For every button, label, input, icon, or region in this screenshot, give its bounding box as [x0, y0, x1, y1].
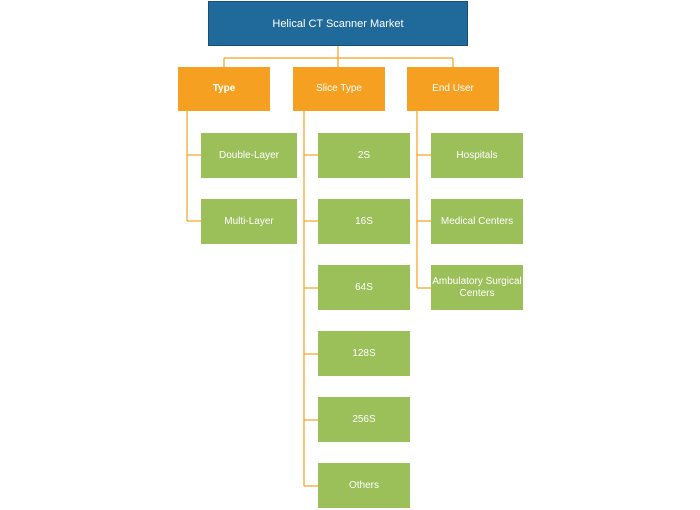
leaf-label: Others [348, 479, 379, 491]
leaf-2s: 2S [318, 133, 410, 178]
category-slice-type-label: Slice Type [316, 83, 362, 94]
leaf-double-layer: Double-Layer [201, 133, 297, 178]
leaf-128s: 128S [318, 331, 410, 376]
category-end-user-label: End User [432, 83, 474, 94]
leaf-label: Ambulatory Surgical Centers [432, 275, 522, 299]
leaf-label: Medical Centers [440, 215, 514, 227]
leaf-16s: 16S [318, 199, 410, 244]
category-slice-type: Slice Type [293, 67, 385, 111]
leaf-label: 16S [355, 215, 373, 227]
category-type-label: Type [212, 83, 236, 94]
category-end-user: End User [407, 67, 499, 111]
leaf-label: 2S [357, 149, 371, 161]
leaf-label: 256S [352, 413, 376, 425]
leaf-label: Double-Layer [218, 149, 280, 161]
leaf-label: 64S [355, 281, 373, 293]
leaf-others: Others [318, 463, 410, 508]
leaf-multi-layer: Multi-Layer [201, 199, 297, 244]
leaf-medical-centers: Medical Centers [431, 199, 523, 244]
leaf-ambulatory-surgical-centers: Ambulatory Surgical Centers [431, 265, 523, 310]
category-type: Type [178, 67, 270, 111]
leaf-label: 128S [352, 347, 376, 359]
root-node: Helical CT Scanner Market [208, 1, 468, 46]
leaf-hospitals: Hospitals [431, 133, 523, 178]
root-label: Helical CT Scanner Market [272, 17, 404, 30]
leaf-64s: 64S [318, 265, 410, 310]
leaf-label: Hospitals [456, 149, 498, 161]
leaf-256s: 256S [318, 397, 410, 442]
leaf-label: Multi-Layer [224, 215, 274, 227]
